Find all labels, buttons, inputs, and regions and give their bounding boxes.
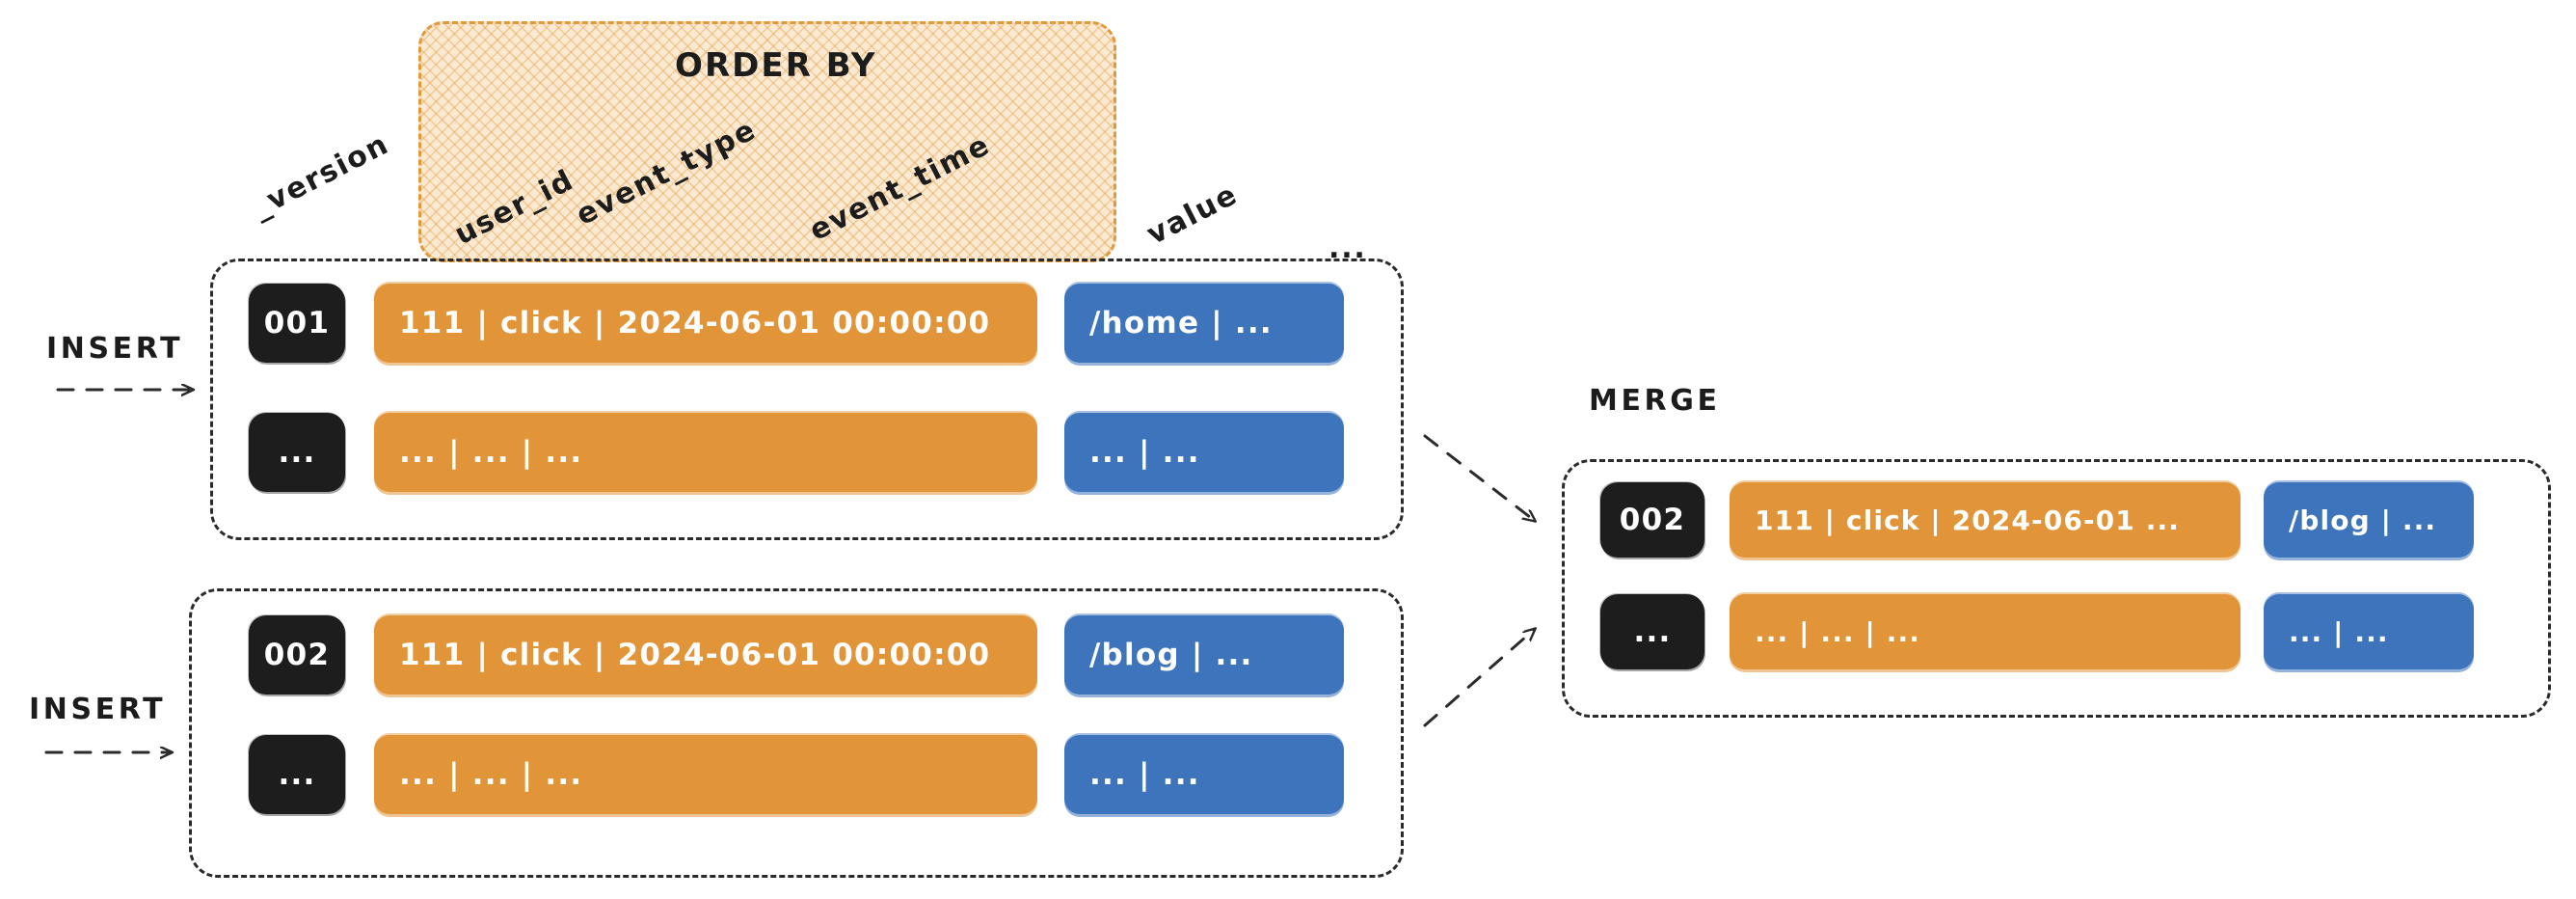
- merge-arrow-from-part-1: [1423, 434, 1535, 521]
- value-cell: ... | ...: [2264, 594, 2474, 669]
- table-row: 002 111 | click | 2024-06-01 00:00:00 /b…: [249, 615, 1344, 695]
- version-cell: 001: [249, 284, 345, 363]
- sorting-key-cell: ... | ... | ...: [1730, 594, 2241, 669]
- version-cell: ...: [249, 735, 345, 814]
- value-cell: /blog | ...: [2264, 482, 2474, 558]
- merged-part-container: [1562, 459, 2551, 718]
- value-column-header: value: [1141, 177, 1244, 252]
- sorting-key-cell: 111 | click | 2024-06-01 ...: [1730, 482, 2241, 558]
- sorting-key-cell: ... | ... | ...: [374, 413, 1037, 492]
- value-cell: ... | ...: [1064, 413, 1344, 492]
- value-cell: ... | ...: [1064, 735, 1344, 814]
- value-cell: /blog | ...: [1064, 615, 1344, 695]
- sorting-key-cell: 111 | click | 2024-06-01 00:00:00: [374, 284, 1037, 363]
- merge-arrow-from-part-2: [1423, 629, 1535, 727]
- table-row: ... ... | ... | ... ... | ...: [249, 735, 1344, 814]
- insert-label-2: INSERT: [29, 693, 167, 726]
- table-row: ... ... | ... | ... ... | ...: [249, 413, 1344, 492]
- version-cell: ...: [249, 413, 345, 492]
- value-cell: /home | ...: [1064, 284, 1344, 363]
- merge-label: MERGE: [1589, 384, 1721, 418]
- insert-label-1: INSERT: [46, 332, 184, 366]
- order-by-region: [418, 21, 1116, 262]
- order-by-label: ORDER BY: [675, 46, 877, 85]
- version-column-header: _version: [247, 126, 395, 225]
- version-cell: ...: [1600, 594, 1704, 669]
- part-container-1: [210, 259, 1404, 540]
- version-cell: 002: [1600, 482, 1704, 558]
- sorting-key-cell: 111 | click | 2024-06-01 00:00:00: [374, 615, 1037, 695]
- sorting-key-cell: ... | ... | ...: [374, 735, 1037, 814]
- table-row: 002 111 | click | 2024-06-01 ... /blog |…: [1600, 482, 2474, 558]
- part-container-2: [189, 588, 1404, 878]
- version-cell: 002: [249, 615, 345, 695]
- table-row: ... ... | ... | ... ... | ...: [1600, 594, 2474, 669]
- table-row: 001 111 | click | 2024-06-01 00:00:00 /h…: [249, 284, 1344, 363]
